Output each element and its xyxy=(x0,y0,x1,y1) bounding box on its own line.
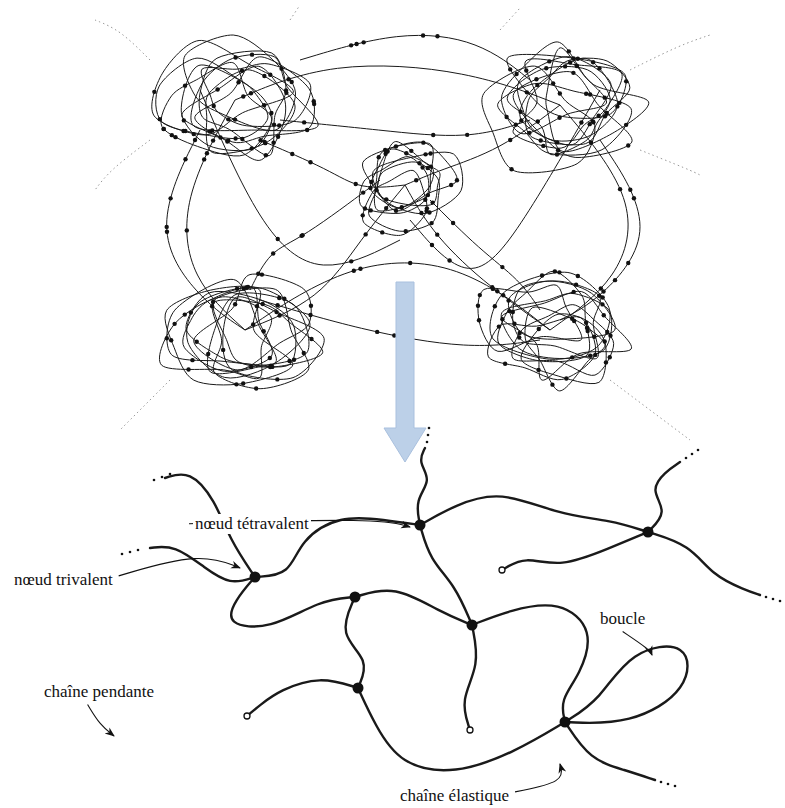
callout-label: nœud tétravalent xyxy=(193,514,311,534)
callout-label: chaîne pendante xyxy=(42,682,156,702)
callout-label: boucle xyxy=(598,609,647,629)
callout-label: chaîne élastique xyxy=(398,786,511,806)
leader-lines xyxy=(88,520,652,791)
simplified-network xyxy=(121,427,782,788)
transition-arrow xyxy=(384,282,426,462)
callout-label: nœud trivalent xyxy=(12,570,115,590)
